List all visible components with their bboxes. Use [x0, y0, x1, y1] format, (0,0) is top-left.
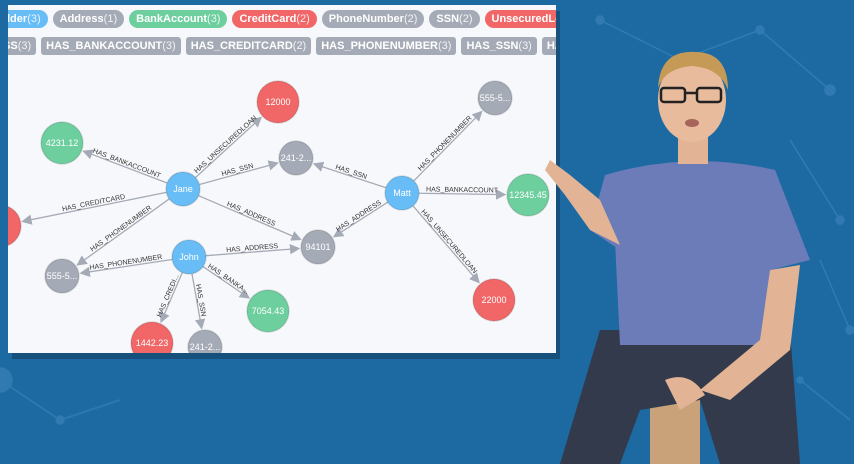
right-arm — [700, 265, 800, 400]
node-caption: 241-2... — [190, 342, 221, 352]
pill-count: (2) — [292, 40, 307, 52]
relationship-edge[interactable] — [21, 191, 167, 225]
node-caption: 555-5... — [47, 271, 78, 281]
pill-name: HAS_UNSECUR — [546, 40, 556, 52]
node-caption: 241-2... — [281, 153, 312, 163]
pill-count: (3) — [27, 13, 41, 25]
graph-node-jane[interactable] — [165, 171, 201, 207]
pill-name: Address — [59, 13, 104, 25]
pill-count: (3) — [518, 40, 532, 52]
legend-label-pill[interactable]: UnsecuredLoan(2) — [484, 10, 557, 28]
pill-count: (3) — [207, 13, 221, 25]
glasses — [659, 86, 723, 104]
pill-count: (3) — [162, 40, 176, 52]
relationship-edge[interactable] — [191, 273, 206, 330]
relationship-edge[interactable] — [413, 110, 483, 182]
relationship-edge[interactable] — [202, 266, 251, 299]
relationship-edge[interactable] — [418, 189, 507, 200]
graph-node-bank1[interactable] — [40, 121, 84, 165]
legend-label-pill[interactable]: PhoneNumber(2) — [321, 10, 425, 28]
raised-hand — [545, 160, 620, 245]
relationship-type-legend: SS(3)HAS_BANKACCOUNT(3)HAS_CREDITCARD(2)… — [8, 37, 556, 55]
node-caption: Jane — [173, 184, 193, 194]
node-caption: 22000 — [481, 295, 506, 305]
pill-count: (2) — [403, 13, 418, 25]
graph-node-phone2[interactable] — [44, 258, 80, 294]
relationship-edge[interactable] — [76, 198, 170, 266]
graph-node-bank2[interactable] — [506, 173, 550, 217]
legend-relationship-pill[interactable]: HAS_BANKACCOUNT(3) — [41, 37, 181, 55]
relationship-edge[interactable] — [199, 160, 279, 186]
pill-name: PhoneNumber — [328, 13, 404, 25]
graph-node-cc2[interactable] — [130, 321, 174, 353]
relationship-edge[interactable] — [312, 161, 387, 189]
pill-name: HAS_SSN — [466, 40, 519, 52]
pill-name: SS — [8, 40, 18, 52]
pill-name: HAS_BANKACCOUNT — [46, 40, 163, 52]
legend-relationship-pill[interactable]: HAS_SSN(3) — [461, 37, 537, 55]
pill-name: BankAccount — [136, 13, 208, 25]
node-caption: 555-5... — [480, 93, 511, 103]
pill-name: UnsecuredLoan — [491, 13, 557, 25]
pill-count: (1) — [103, 13, 118, 25]
graph-node-john[interactable] — [171, 239, 207, 275]
legend-label-pill[interactable]: Address(1) — [52, 10, 125, 28]
hair — [658, 51, 728, 90]
graph-node-matt[interactable] — [384, 175, 420, 211]
legend-relationship-pill[interactable]: HAS_UNSECUR — [541, 37, 556, 55]
node-caption: 4231.12 — [46, 138, 79, 148]
relationship-label: HAS_BANKACCOUNT — [426, 186, 499, 194]
node-caption: John — [179, 252, 199, 262]
graph-node-loan1[interactable] — [256, 80, 300, 124]
legend-relationship-pill[interactable]: HAS_CREDITCARD(2) — [185, 37, 312, 55]
relationship-edge[interactable] — [332, 201, 389, 238]
graph-node-addr[interactable] — [300, 229, 336, 265]
relationship-edge[interactable] — [195, 116, 262, 178]
pill-count: (3) — [17, 40, 32, 52]
legend-label-pill[interactable]: SSN(2) — [429, 10, 480, 28]
graph-node-phone1[interactable] — [477, 80, 513, 116]
graph-node-ssn2[interactable] — [187, 329, 223, 353]
graph-node-ssn1[interactable] — [278, 140, 314, 176]
pill-name: SSN — [436, 13, 460, 25]
pill-count: (3) — [437, 40, 452, 52]
pill-count: (2) — [459, 13, 473, 25]
legend-label-pill[interactable]: lder(3) — [8, 10, 48, 28]
relationship-edge[interactable] — [159, 272, 183, 324]
neo4j-graph-panel: lder(3)Address(1)BankAccount(3)CreditCar… — [8, 5, 556, 353]
head — [658, 58, 726, 142]
graph-node-loan2[interactable] — [472, 278, 516, 322]
node-caption: 94101 — [305, 242, 330, 252]
stool — [650, 400, 700, 464]
node-caption: 12000 — [265, 97, 290, 107]
pill-name: HAS_CREDITCARD — [190, 40, 293, 52]
node-caption: Matt — [393, 188, 411, 198]
legend-label-pill[interactable]: CreditCard(2) — [232, 10, 317, 28]
graph-node-cc1[interactable] — [8, 205, 22, 247]
node-caption: 12345.45 — [509, 190, 547, 200]
pill-name: CreditCard — [239, 13, 297, 25]
relationship-label: HAS_ADDRESS — [226, 243, 279, 254]
graph-node-bank3[interactable] — [246, 289, 290, 333]
pill-name: HAS_PHONENUMBER — [321, 40, 438, 52]
shirt — [605, 161, 810, 345]
pill-count: (2) — [296, 13, 310, 25]
relationship-edge[interactable] — [79, 258, 173, 277]
relationship-edge[interactable] — [198, 195, 302, 241]
node-caption: 1442.23 — [136, 338, 169, 348]
node-label-legend: lder(3)Address(1)BankAccount(3)CreditCar… — [8, 10, 556, 28]
legend-relationship-pill[interactable]: HAS_PHONENUMBER(3) — [316, 37, 457, 55]
relationship-edge[interactable] — [412, 205, 480, 284]
node-caption: 7054.43 — [252, 306, 285, 316]
legend-label-pill[interactable]: BankAccount(3) — [129, 10, 228, 28]
pill-name: lder — [8, 13, 28, 25]
relationship-edge[interactable] — [82, 149, 168, 184]
legend-relationship-pill[interactable]: SS(3) — [8, 37, 37, 55]
relationship-edge[interactable] — [205, 243, 301, 257]
